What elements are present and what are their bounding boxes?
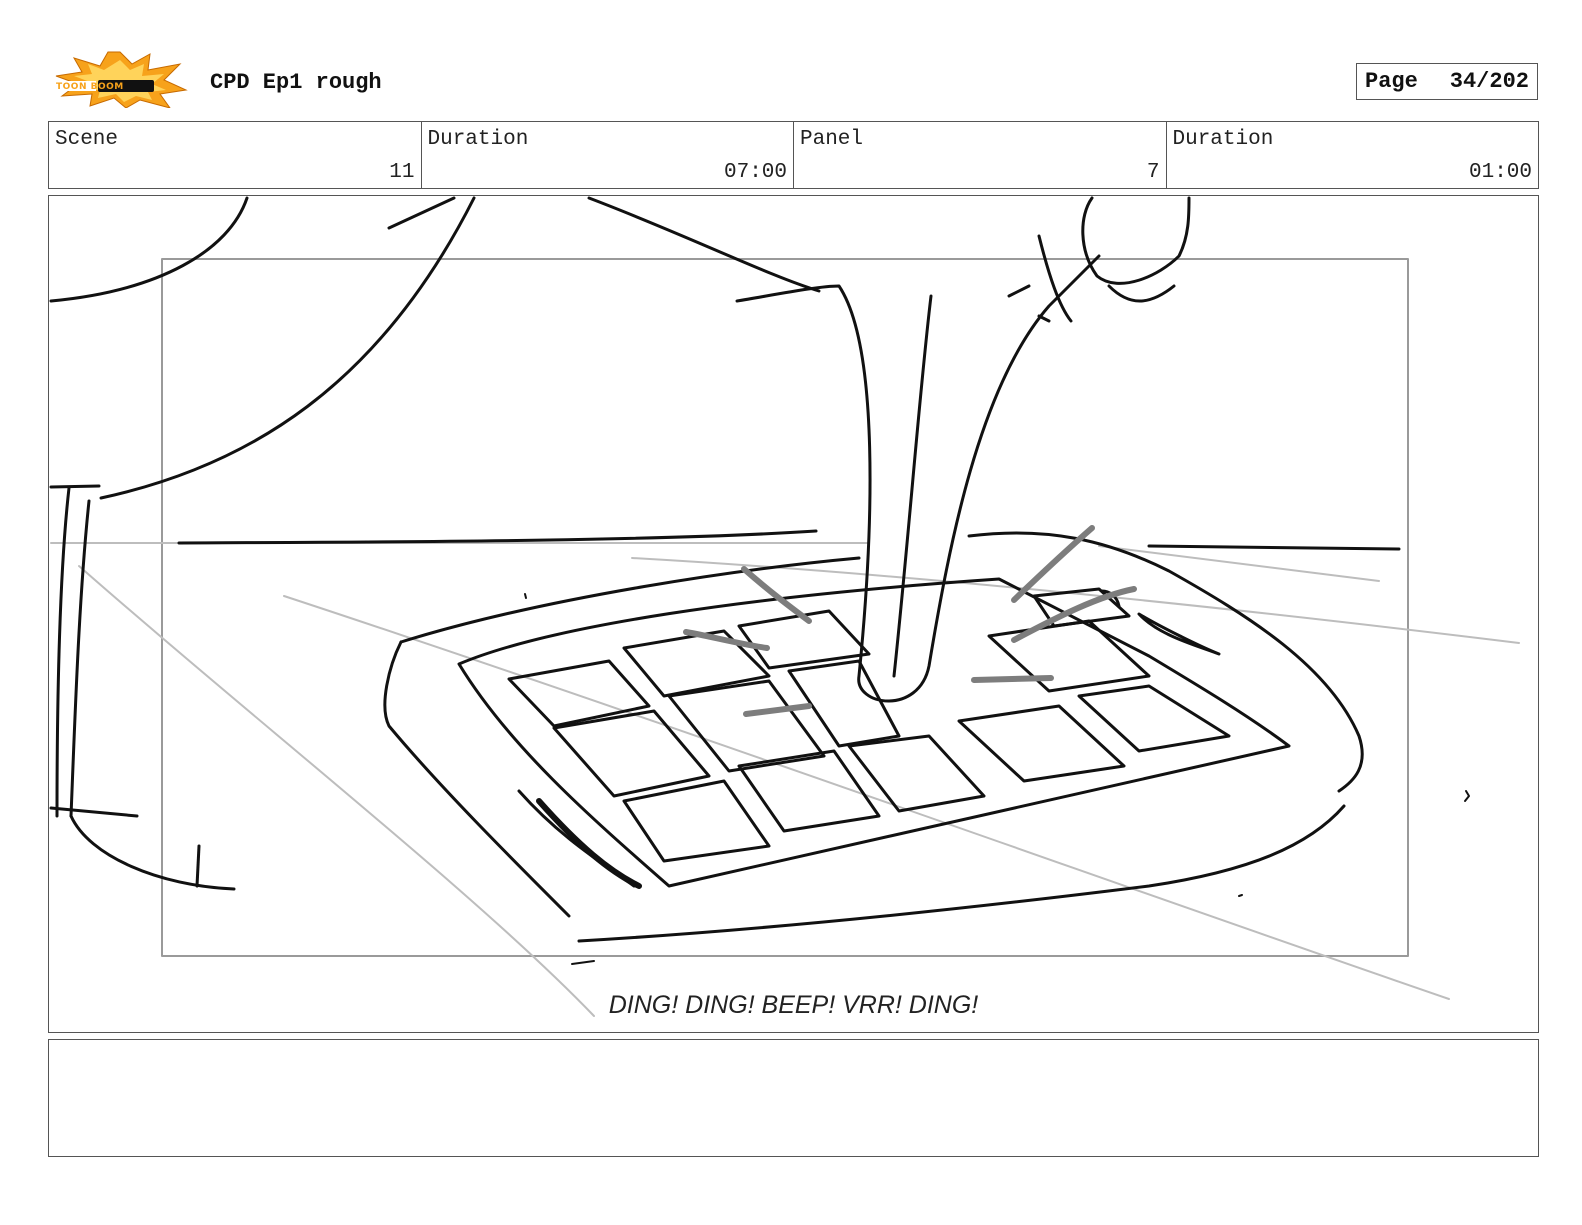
scene-label: Scene: [55, 128, 119, 151]
panel-caption: DING! DING! BEEP! VRR! DING!: [608, 991, 979, 1019]
stray-marks: [524, 593, 1470, 965]
camera-frame: [161, 258, 1409, 957]
page-label: Page: [1365, 69, 1418, 94]
keypad-grid: [457, 577, 1291, 888]
page-number: 34/202: [1449, 69, 1529, 94]
panel-label: Panel: [800, 128, 864, 151]
panel-cell: Panel 7: [794, 122, 1167, 188]
panel-duration-label: Duration: [1172, 128, 1274, 151]
storyboard-title: CPD Ep1 rough: [210, 70, 382, 95]
motion-strokes: [683, 525, 1137, 717]
scene-cell: Scene 11: [49, 122, 422, 188]
tablet-device: [383, 531, 1364, 943]
finger: [735, 196, 1191, 703]
panel-sketch: [49, 196, 1520, 1017]
panel-duration-value: 01:00: [1468, 161, 1532, 184]
scene-duration-cell: Duration 07:00: [422, 122, 794, 188]
panel-notes-box[interactable]: [48, 1039, 1539, 1157]
page-indicator: Page 34/202: [1356, 63, 1538, 100]
storyboard-panel: DING! DING! BEEP! VRR! DING!: [48, 195, 1539, 1033]
scene-duration-value: 07:00: [723, 161, 787, 184]
character-body: [49, 196, 1401, 891]
panel-duration-cell: Duration 01:00: [1167, 122, 1539, 188]
panel-info-row: Scene 11 Duration 07:00 Panel 7 Duration…: [48, 121, 1539, 189]
scene-duration-label: Duration: [427, 128, 529, 151]
scene-value: 11: [389, 161, 415, 184]
toon-boom-logo: TOON BOOM: [52, 50, 188, 109]
logo-burst-icon: [54, 51, 188, 109]
perspective-lines: [50, 542, 1520, 1017]
logo-text: TOON BOOM: [56, 82, 124, 92]
panel-value: 7: [1146, 161, 1160, 184]
